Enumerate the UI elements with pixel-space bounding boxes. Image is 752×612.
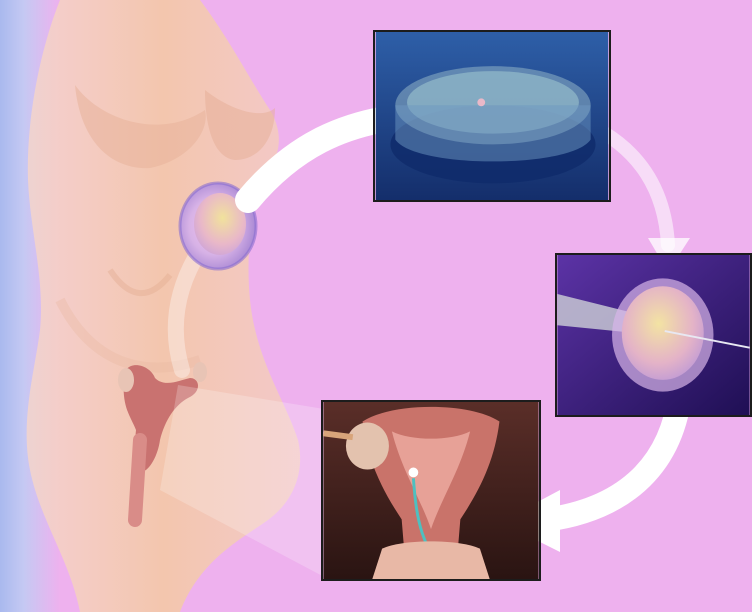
egg-in-dish — [477, 98, 485, 106]
petri-dish-panel — [373, 30, 611, 202]
dish-wall — [395, 105, 590, 161]
fallopian-tube — [323, 433, 352, 437]
embryo-transfer-panel — [321, 400, 541, 581]
ovary — [346, 423, 389, 470]
petri-dish-image — [375, 32, 609, 200]
embryo — [409, 468, 419, 478]
icsi-panel — [555, 253, 752, 417]
embryo-transfer-image — [323, 402, 539, 579]
cervix — [372, 541, 489, 579]
embryo-cell — [622, 286, 704, 380]
icsi-image — [557, 255, 750, 415]
